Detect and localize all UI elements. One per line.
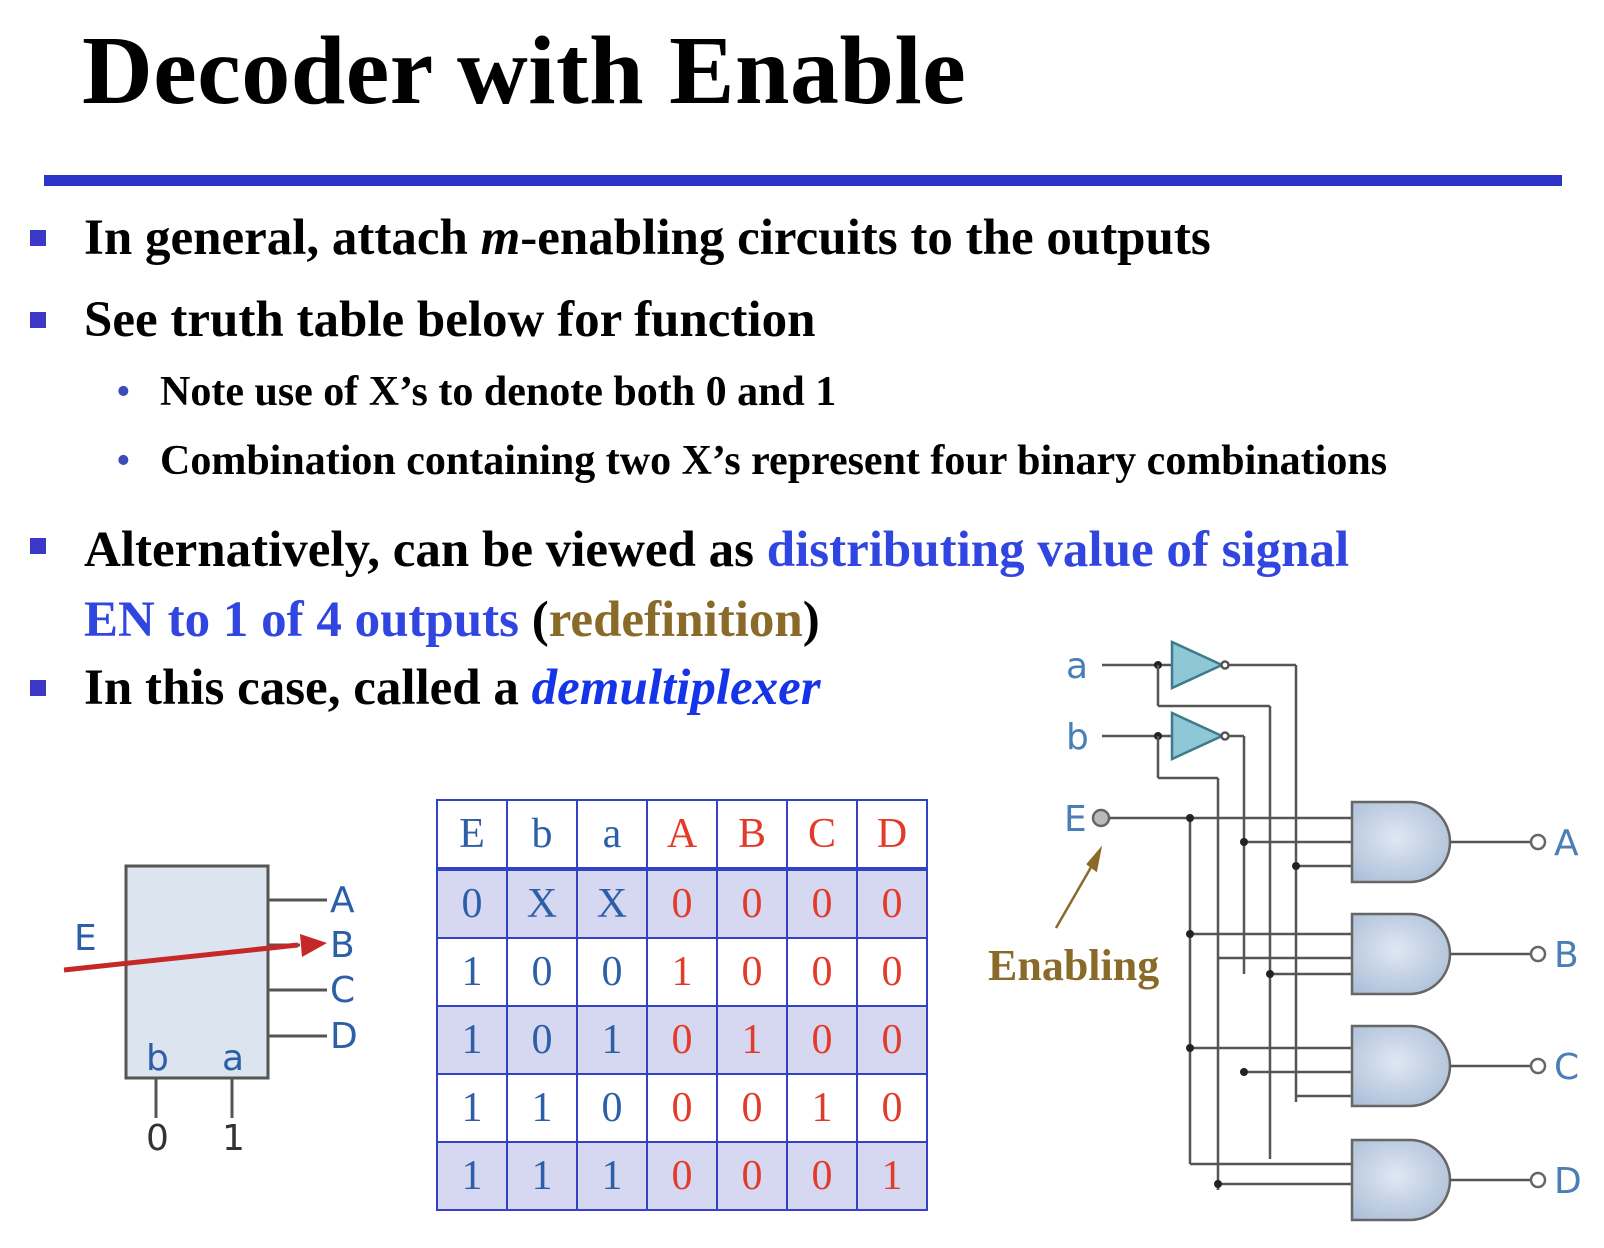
bullet-truth-table: See truth table below for function bbox=[30, 290, 815, 351]
table-cell: 1 bbox=[786, 1073, 858, 1143]
square-bullet-icon bbox=[30, 538, 46, 554]
header-cell: E bbox=[436, 799, 508, 871]
table-cell: 0 bbox=[716, 868, 788, 939]
arrow-head-icon bbox=[1086, 845, 1103, 873]
header-cell: a bbox=[576, 799, 648, 871]
circuit-output-d: D bbox=[1554, 1161, 1582, 1202]
table-cell: X bbox=[506, 868, 578, 939]
header-cell: B bbox=[716, 799, 788, 871]
bullet-demultiplexer: In this case, called a demultiplexer bbox=[30, 658, 821, 719]
square-bullet-icon bbox=[30, 312, 46, 328]
block-select-value: 0 bbox=[146, 1118, 169, 1159]
table-cell: 0 bbox=[436, 868, 508, 939]
and-gate-c-icon bbox=[1350, 1024, 1452, 1108]
table-cell: 1 bbox=[436, 1141, 508, 1211]
enable-flow-arrow bbox=[63, 942, 299, 973]
and-gate-d-icon bbox=[1350, 1138, 1452, 1222]
square-bullet-icon bbox=[30, 680, 46, 696]
table-cell: 0 bbox=[646, 1005, 718, 1075]
demux-block-symbol: E A B C D b a 0 1 bbox=[63, 864, 358, 1159]
table-cell: 0 bbox=[716, 1073, 788, 1143]
table-cell: 1 bbox=[716, 1005, 788, 1075]
table-row: 1 1 0 0 0 1 0 bbox=[436, 1073, 928, 1143]
sub-bullet-two-x: • Combination containing two X’s represe… bbox=[116, 436, 1387, 486]
table-cell: 0 bbox=[786, 937, 858, 1007]
table-cell: 1 bbox=[436, 1073, 508, 1143]
inverter-b-icon bbox=[1170, 711, 1225, 761]
circuit-input-a: a bbox=[1066, 646, 1088, 687]
enabling-pointer bbox=[1054, 861, 1096, 929]
bullet-alternatively: Alternatively, can be viewed as distribu… bbox=[30, 516, 1350, 656]
table-cell: 1 bbox=[576, 1141, 648, 1211]
table-cell: 0 bbox=[646, 1141, 718, 1211]
block-select-label: b bbox=[146, 1038, 169, 1079]
highlight-distributing: distributing value of signal bbox=[766, 522, 1350, 578]
block-output-label: B bbox=[330, 925, 355, 966]
demultiplexer-term: demultiplexer bbox=[531, 660, 821, 716]
table-cell: 0 bbox=[856, 937, 928, 1007]
highlight-en-outputs: EN to 1 of 4 outputs bbox=[84, 591, 519, 648]
table-cell: 0 bbox=[786, 1141, 858, 1211]
table-row: 1 1 1 0 0 0 1 bbox=[436, 1141, 928, 1211]
bullet-attach-enabling: In general, attach m-enabling circuits t… bbox=[30, 208, 1211, 269]
table-cell: 0 bbox=[716, 1141, 788, 1211]
block-input-label: E bbox=[74, 918, 97, 959]
circuit-input-b: b bbox=[1066, 717, 1089, 758]
table-cell: 1 bbox=[436, 937, 508, 1007]
table-cell: 0 bbox=[506, 937, 578, 1007]
circuit-input-e: E bbox=[1064, 799, 1087, 840]
table-cell: 0 bbox=[856, 1073, 928, 1143]
table-cell: 1 bbox=[576, 1005, 648, 1075]
dot-bullet-icon: • bbox=[116, 369, 131, 415]
table-cell: X bbox=[576, 868, 648, 939]
table-cell: 1 bbox=[646, 937, 718, 1007]
circuit-output-c: C bbox=[1554, 1047, 1579, 1088]
arrow-head-icon bbox=[300, 934, 327, 957]
dot-bullet-icon: • bbox=[116, 438, 131, 484]
table-row: 1 0 0 1 0 0 0 bbox=[436, 937, 928, 1007]
table-cell: 1 bbox=[506, 1073, 578, 1143]
header-cell: b bbox=[506, 799, 578, 871]
decoder-circuit bbox=[1054, 640, 1547, 1222]
circuit-output-a: A bbox=[1554, 823, 1579, 864]
truth-table: E b a A B C D 0 X X 0 0 0 0 1 0 0 1 0 0 … bbox=[436, 799, 928, 1211]
header-cell: A bbox=[646, 799, 718, 871]
table-row: 1 0 1 0 1 0 0 bbox=[436, 1005, 928, 1075]
enabling-label: Enabling bbox=[988, 941, 1160, 990]
table-cell: 1 bbox=[856, 1141, 928, 1211]
table-cell: 0 bbox=[576, 937, 648, 1007]
table-header-row: E b a A B C D bbox=[436, 799, 928, 871]
block-output-label: D bbox=[330, 1016, 358, 1057]
title-divider bbox=[44, 175, 1562, 186]
block-select-value: 1 bbox=[222, 1118, 245, 1159]
table-row: 0 X X 0 0 0 0 bbox=[436, 868, 928, 939]
redefinition-text: redefinition bbox=[548, 591, 803, 648]
table-cell: 0 bbox=[646, 1073, 718, 1143]
header-cell: D bbox=[856, 799, 928, 871]
table-cell: 0 bbox=[786, 1005, 858, 1075]
circuit-output-b: B bbox=[1554, 935, 1579, 976]
block-output-label: C bbox=[330, 970, 355, 1011]
slide-title: Decoder with Enable bbox=[82, 17, 967, 125]
table-cell: 0 bbox=[716, 937, 788, 1007]
table-cell: 0 bbox=[786, 868, 858, 939]
block-output-label: A bbox=[330, 880, 355, 921]
table-cell: 0 bbox=[506, 1005, 578, 1075]
table-cell: 0 bbox=[856, 868, 928, 939]
and-gate-b-icon bbox=[1350, 912, 1452, 996]
table-cell: 0 bbox=[646, 868, 718, 939]
table-cell: 1 bbox=[506, 1141, 578, 1211]
and-gate-a-icon bbox=[1350, 800, 1452, 884]
table-cell: 0 bbox=[856, 1005, 928, 1075]
table-cell: 1 bbox=[436, 1005, 508, 1075]
inverter-a-icon bbox=[1170, 640, 1225, 690]
block-select-label: a bbox=[222, 1038, 244, 1079]
table-cell: 0 bbox=[576, 1073, 648, 1143]
sub-bullet-x-note: • Note use of X’s to denote both 0 and 1 bbox=[116, 367, 836, 417]
demux-block-box bbox=[124, 864, 270, 1080]
header-cell: C bbox=[786, 799, 858, 871]
square-bullet-icon bbox=[30, 230, 46, 246]
